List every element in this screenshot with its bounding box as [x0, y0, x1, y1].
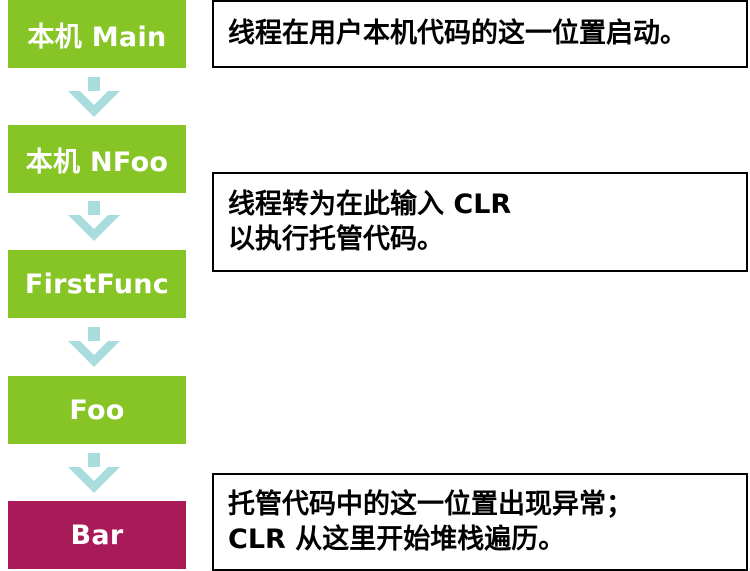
- note-line: 托管代码中的这一位置出现异常；: [228, 488, 633, 520]
- stack-frame-label: 本机 NFoo: [25, 146, 169, 178]
- stack-frame-bar: Bar: [8, 501, 186, 569]
- stack-frame-label: 本机 Main: [27, 21, 167, 53]
- stack-frame-label: Foo: [69, 394, 125, 426]
- stack-frame-firstfunc: FirstFunc: [8, 250, 186, 318]
- note-exception-thrown: 托管代码中的这一位置出现异常； CLR 从这里开始堆栈遍历。: [212, 473, 748, 571]
- note-line: 线程转为在此输入 CLR: [228, 188, 512, 220]
- stack-frame-nfoo: 本机 NFoo: [8, 125, 186, 193]
- stack-frame-foo: Foo: [8, 376, 186, 444]
- down-arrow-icon: [68, 327, 120, 367]
- note-thread-start: 线程在用户本机代码的这一位置启动。: [212, 0, 748, 68]
- stack-frame-label: FirstFunc: [24, 268, 170, 300]
- note-enter-clr: 线程转为在此输入 CLR 以执行托管代码。: [212, 172, 748, 272]
- down-arrow-icon: [68, 201, 120, 241]
- stack-frame-label: Bar: [70, 519, 124, 551]
- down-arrow-icon: [68, 77, 120, 117]
- stack-frame-main: 本机 Main: [8, 0, 186, 68]
- note-line: CLR 从这里开始堆栈遍历。: [228, 524, 566, 555]
- note-line: 以执行托管代码。: [228, 224, 444, 255]
- down-arrow-icon: [68, 453, 120, 493]
- note-line: 线程在用户本机代码的这一位置启动。: [228, 18, 687, 50]
